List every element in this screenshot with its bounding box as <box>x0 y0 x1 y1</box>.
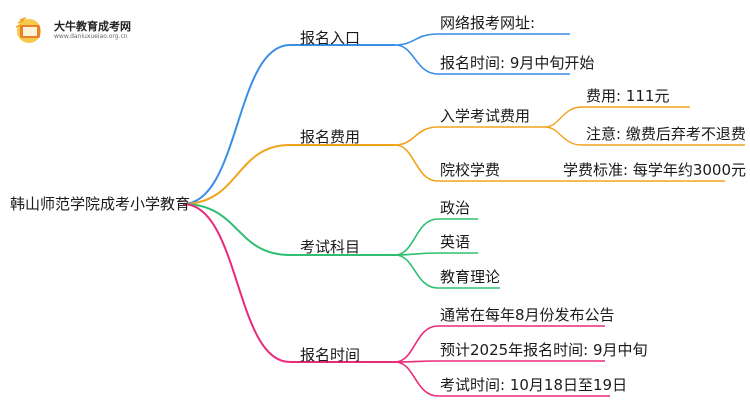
site-logo: 大牛教育成考网 www.daniuxueiao.org.cn <box>14 16 134 46</box>
root-node: 韩山师范学院成考小学教育 <box>10 195 191 213</box>
exam-fee-label: 入学考试费用 <box>440 107 531 125</box>
logo-url: www.daniuxueiao.org.cn <box>54 33 128 40</box>
entry-item: 网络报考网址: <box>440 14 536 32</box>
tuition-item: 学费标准: 每学年约3000元 <box>563 161 746 179</box>
connector-exam-1 <box>544 106 690 128</box>
time-item: 考试时间: 10月18日至19日 <box>440 376 628 394</box>
connector-subjects-2 <box>394 252 478 256</box>
subject-item: 英语 <box>440 233 471 251</box>
branch-time-label: 报名时间 <box>300 346 361 364</box>
tuition-label: 院校学费 <box>440 161 501 179</box>
connector-time-1 <box>394 325 605 363</box>
branch-subjects-label: 考试科目 <box>300 238 361 256</box>
connector-root-fee <box>182 144 395 205</box>
connector-root-subjects <box>182 203 395 256</box>
entry-item: 报名时间: 9月中旬开始 <box>440 54 595 72</box>
logo-title: 大牛教育成考网 <box>54 20 131 33</box>
connector-subjects-3 <box>394 254 500 289</box>
connector-fee-exam <box>394 126 545 146</box>
book-logo-icon <box>15 17 41 43</box>
exam-fee-item: 费用: 111元 <box>586 87 670 105</box>
subject-item: 教育理论 <box>440 268 501 286</box>
connector-root-time <box>182 203 395 363</box>
subject-item: 政治 <box>440 199 471 217</box>
connector-fee-tuition <box>394 144 555 182</box>
time-item: 预计2025年报名时间: 9月中旬 <box>440 341 648 359</box>
exam-fee-item: 注意: 缴费后弃考不退费 <box>586 125 746 143</box>
branch-entry-label: 报名入口 <box>300 29 361 47</box>
connector-exam-2 <box>544 126 745 146</box>
connector-time-2 <box>394 360 605 363</box>
connector-time-3 <box>394 361 610 397</box>
time-item: 通常在每年8月份发布公告 <box>440 306 615 324</box>
connector-entry-1 <box>394 33 570 46</box>
connector-root-entry <box>182 44 395 205</box>
connector-subjects-1 <box>394 218 478 256</box>
branch-fee-label: 报名费用 <box>300 128 361 146</box>
connector-entry-2 <box>394 44 570 75</box>
